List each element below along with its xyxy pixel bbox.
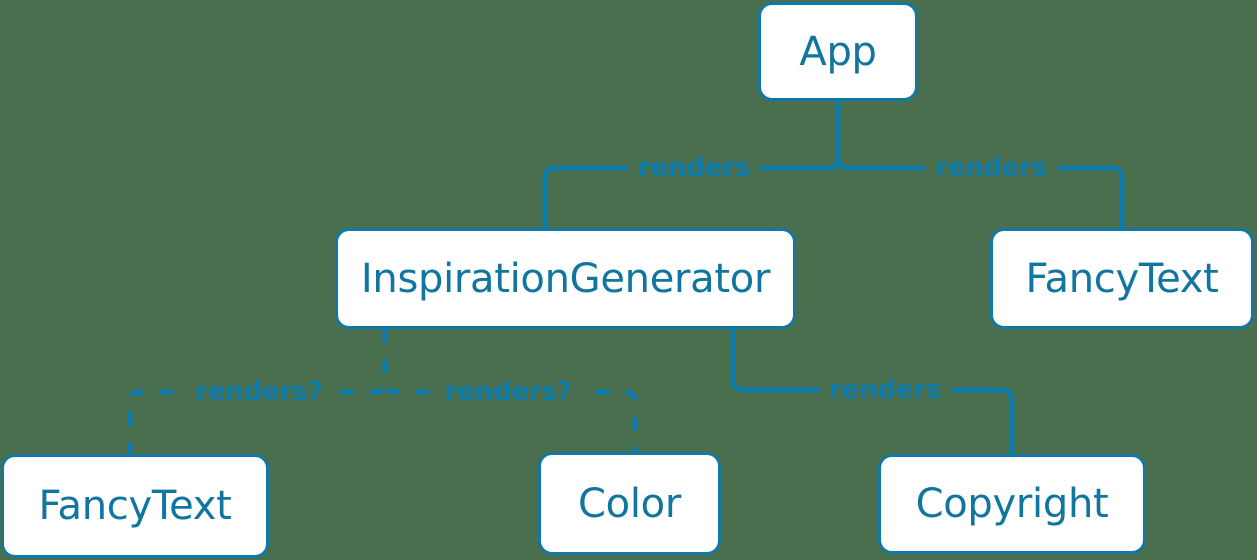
node-copyright[interactable]: Copyright	[878, 454, 1146, 554]
node-color[interactable]: Color	[538, 452, 721, 555]
edge-label-inspirationgenerator-color: renders?	[434, 379, 582, 405]
node-app[interactable]: App	[758, 2, 918, 101]
edge-label-inspirationgenerator-copyright: renders	[818, 377, 952, 403]
node-fancytext-right[interactable]: FancyText	[990, 228, 1254, 329]
node-fancytext-left[interactable]: FancyText	[1, 454, 269, 558]
node-inspirationgenerator[interactable]: InspirationGenerator	[335, 228, 796, 329]
edge-label-app-inspirationgenerator: renders	[627, 155, 761, 181]
edge-label-app-fancytext: renders	[924, 155, 1058, 181]
edge-label-inspirationgenerator-fancytext: renders?	[185, 379, 333, 405]
